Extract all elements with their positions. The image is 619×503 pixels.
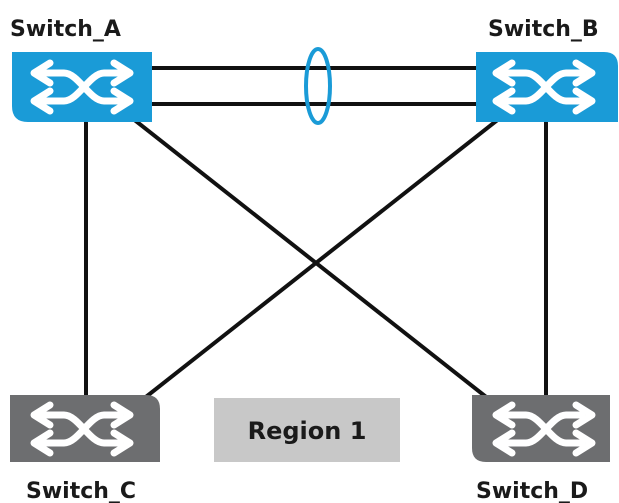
links: [84, 66, 548, 402]
switch-a-label: Switch_A: [10, 17, 121, 42]
switch-b-label: Switch_B: [488, 17, 599, 42]
switch-b[interactable]: Switch_B: [476, 17, 618, 122]
link-aggregation-marker: [304, 47, 332, 125]
link-a-d: [130, 116, 492, 402]
link-b-c: [140, 116, 502, 402]
region-label: Region 1: [248, 417, 367, 445]
region-box-background: [214, 398, 400, 462]
switch-a[interactable]: Switch_A: [10, 17, 152, 122]
switch-d[interactable]: Switch_D: [472, 395, 610, 503]
switch-c[interactable]: Switch_C: [10, 395, 160, 503]
region-box: Region 1: [214, 398, 400, 462]
switch-d-label: Switch_D: [476, 479, 588, 503]
switch-c-label: Switch_C: [26, 479, 136, 503]
